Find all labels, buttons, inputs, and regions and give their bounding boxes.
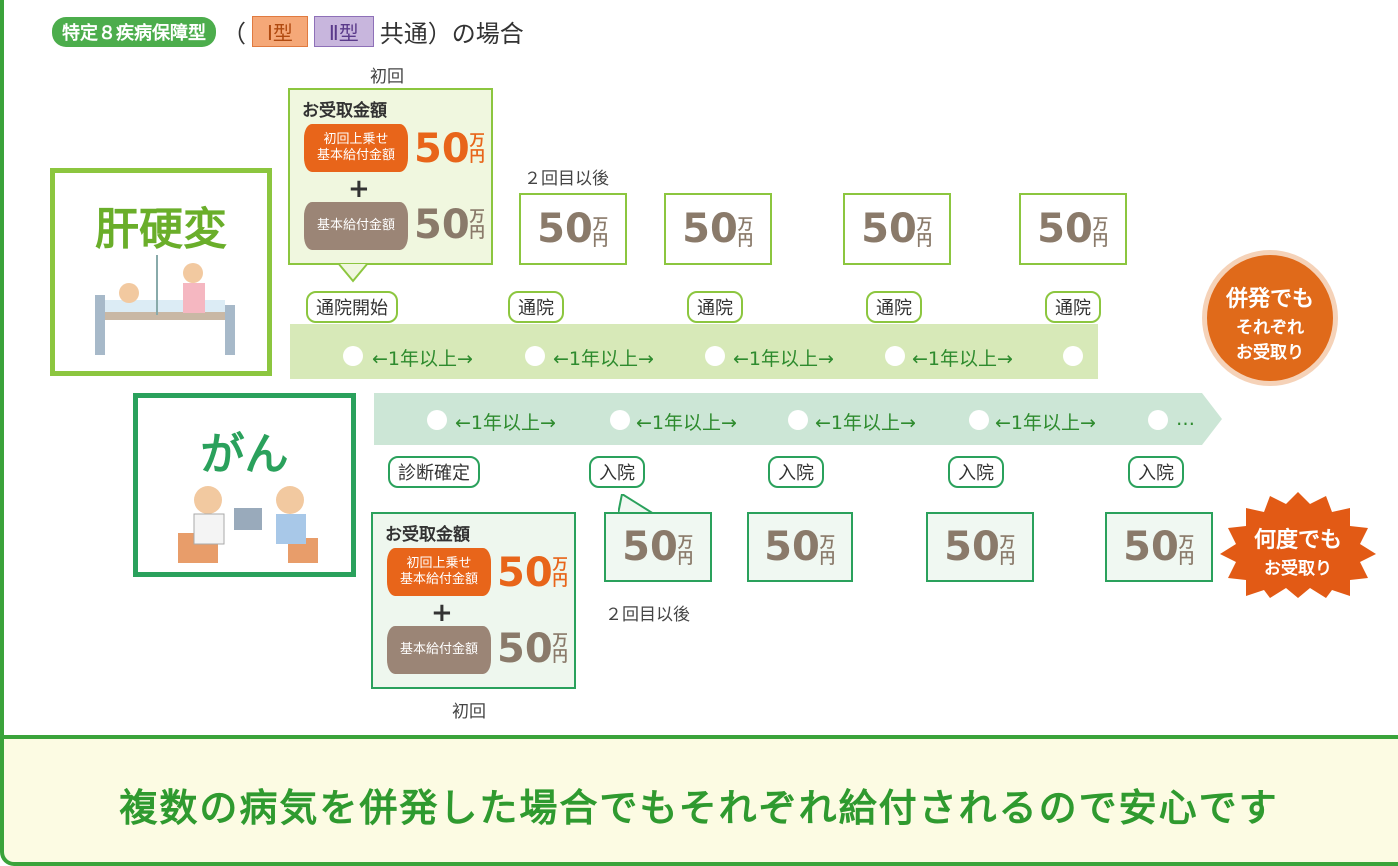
footer-panel	[0, 735, 1398, 866]
extra-label-2: 基本給付金額	[399, 572, 478, 587]
cirrhosis-title-box: 肝硬変	[50, 168, 272, 376]
interval-label: ←1年以上→	[815, 412, 916, 434]
concurrent-badge: 併発でも それぞれ お受取り	[1202, 250, 1338, 386]
interval-label: ←1年以上→	[455, 412, 556, 434]
cirrhosis-event-tag: 通院	[1045, 291, 1101, 323]
cancer-event-tag: 入院	[1128, 456, 1184, 488]
repeat-badge-shape	[1220, 492, 1376, 598]
cirrhosis-receive-box: お受取金額 初回上乗せ 基本給付金額 50万円 + 基本給付金額 50万円	[288, 88, 493, 265]
cirrhosis-timeline	[290, 324, 1098, 379]
timeline-dot	[525, 346, 545, 366]
base-cylinder: 基本給付金額	[387, 626, 491, 674]
hospital-bed-illustration	[95, 255, 235, 355]
ellipsis: …	[1176, 408, 1195, 430]
header: 特定８疾病保障型 （ Ⅰ型 Ⅱ型 共通）の場合	[52, 14, 524, 49]
timeline-dot	[969, 410, 989, 430]
timeline-dot	[610, 410, 630, 430]
timeline-dot	[1063, 346, 1083, 366]
base-cylinder: 基本給付金額	[304, 202, 408, 250]
extra-cylinder: 初回上乗せ 基本給付金額	[304, 124, 408, 172]
interval-label: ←1年以上→	[553, 348, 654, 370]
footer-message: 複数の病気を併発した場合でもそれぞれ給付されるので安心です	[119, 786, 1279, 830]
timeline-dot	[343, 346, 363, 366]
extra-label-2: 基本給付金額	[316, 148, 395, 163]
timeline-dot	[705, 346, 725, 366]
interval-label: ←1年以上→	[636, 412, 737, 434]
cancer-receive-box: お受取金額 初回上乗せ 基本給付金額 50万円 + 基本給付金額 50万円	[371, 512, 576, 689]
cancer-first-label: 初回	[452, 702, 486, 722]
cirrhosis-event-tag: 通院開始	[306, 291, 398, 323]
base-amount: 50万円	[497, 626, 568, 672]
timeline-dot	[788, 410, 808, 430]
header-suffix: 共通）の場合	[379, 20, 524, 48]
extra-label-1: 初回上乗せ	[406, 556, 472, 571]
extra-label-1: 初回上乗せ	[323, 132, 389, 147]
timeline-dot	[885, 346, 905, 366]
cancer-second-label: ２回目以後	[605, 605, 690, 625]
cirrhosis-event-tag: 通院	[866, 291, 922, 323]
cirrhosis-first-label: 初回	[370, 67, 404, 87]
timeline-dot	[427, 410, 447, 430]
repeat-badge: 何度でも お受取り	[1253, 528, 1342, 579]
interval-label: ←1年以上→	[912, 348, 1013, 370]
cirrhosis-second-label: ２回目以後	[524, 169, 609, 189]
left-border	[0, 0, 12, 735]
receive-title: お受取金額	[302, 101, 387, 121]
interval-label: ←1年以上→	[995, 412, 1096, 434]
extra-amount: 50万円	[414, 126, 485, 172]
callout-pointer	[618, 494, 654, 514]
cancer-event-tag: 入院	[768, 456, 824, 488]
cancer-title-box: がん	[133, 393, 356, 577]
doctor-patient-illustration	[178, 486, 318, 563]
open-paren: （	[222, 20, 246, 48]
cancer-event-tag: 診断確定	[388, 456, 480, 488]
cancer-event-tag: 入院	[589, 456, 645, 488]
callout-pointer	[338, 263, 368, 283]
cirrhosis-title: 肝硬変	[95, 204, 227, 255]
interval-label: ←1年以上→	[372, 348, 473, 370]
cancer-title: がん	[200, 429, 289, 480]
extra-amount: 50万円	[497, 550, 568, 596]
plus-sign: +	[431, 598, 453, 628]
timeline-dot	[1148, 410, 1168, 430]
plus-sign: +	[348, 174, 370, 204]
cancer-event-tag: 入院	[948, 456, 1004, 488]
type1-tag: Ⅰ型	[252, 16, 308, 47]
interval-label: ←1年以上→	[733, 348, 834, 370]
base-amount: 50万円	[414, 202, 485, 248]
type2-tag: Ⅱ型	[313, 16, 374, 47]
extra-cylinder: 初回上乗せ 基本給付金額	[387, 548, 491, 596]
cirrhosis-event-tag: 通院	[508, 291, 564, 323]
cirrhosis-event-tag: 通院	[687, 291, 743, 323]
plan-label: 特定８疾病保障型	[52, 16, 216, 47]
receive-title: お受取金額	[385, 525, 470, 545]
